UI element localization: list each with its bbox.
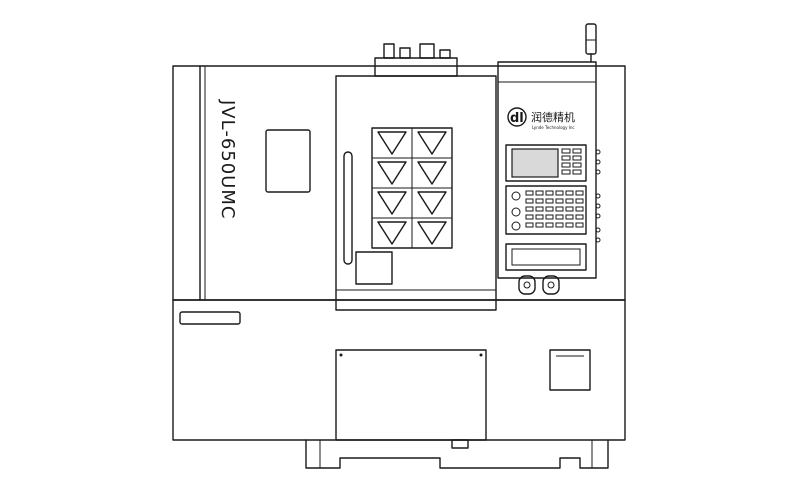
model-label: JVL-650UMC	[217, 99, 238, 219]
main-door[interactable]	[335, 75, 497, 311]
brand-logo-icon: dl	[507, 107, 527, 127]
spindle-housing	[374, 43, 458, 77]
door-handle[interactable]	[343, 151, 353, 265]
side-window	[265, 129, 311, 193]
upper-enclosure	[172, 65, 626, 301]
door-window-grid	[371, 127, 453, 249]
keypad-buttons[interactable]	[511, 190, 584, 231]
door-small-window	[355, 251, 393, 285]
screen-side-keys[interactable]	[561, 148, 582, 175]
panel-shelf	[505, 243, 587, 271]
access-panel[interactable]	[549, 349, 591, 391]
svg-text:dl: dl	[510, 111, 524, 126]
panel-knobs[interactable]	[518, 275, 560, 295]
nameplate-slot	[179, 311, 241, 325]
panel-side-studs	[595, 149, 601, 243]
machine-base	[305, 439, 609, 469]
control-panel: dl 润德精机 Lynde Technology Inc	[497, 61, 601, 295]
brand-name: 润德精机	[531, 110, 575, 124]
chip-tray-door[interactable]	[335, 349, 487, 441]
lower-cabinet	[172, 299, 626, 441]
control-keypad[interactable]	[505, 185, 587, 235]
signal-tower-icon	[585, 23, 597, 63]
cnc-screen[interactable]	[511, 148, 559, 178]
brand-subtitle: Lynde Technology Inc	[532, 125, 575, 130]
cnc-monitor	[505, 144, 587, 182]
